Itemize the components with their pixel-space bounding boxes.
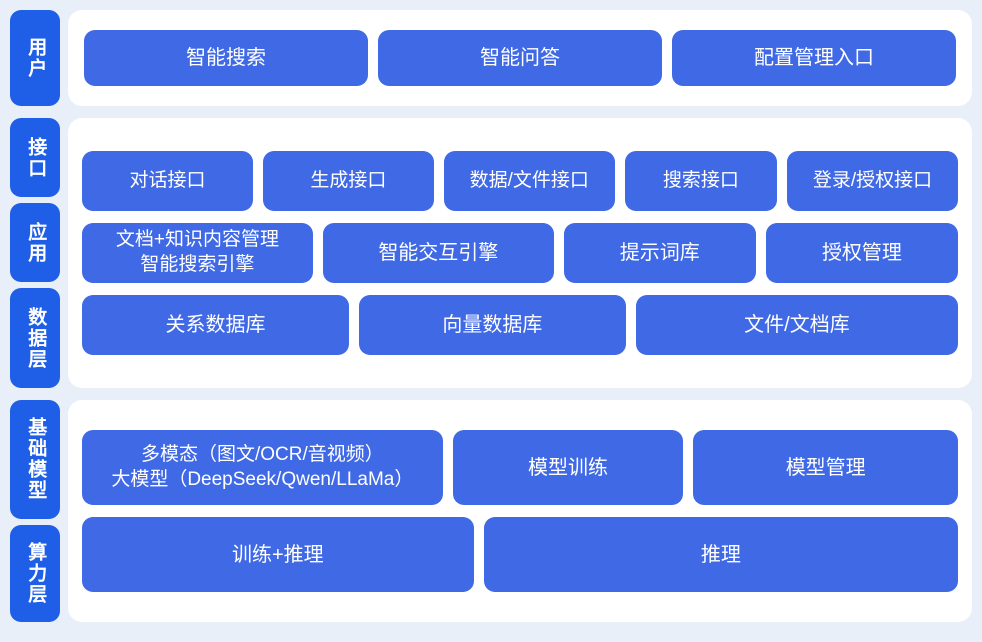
card-training-plus-inference[interactable]: 训练+推理 xyxy=(82,517,474,592)
label-rail-core: 接口 应用 数据层 xyxy=(10,118,60,388)
panel-core: 对话接口 生成接口 数据/文件接口 搜索接口 登录/授权接口 文档+知识内容管理… xyxy=(68,118,972,388)
card-login-auth-api[interactable]: 登录/授权接口 xyxy=(787,151,959,211)
data-row: 关系数据库 向量数据库 文件/文档库 xyxy=(82,295,959,355)
card-generation-api[interactable]: 生成接口 xyxy=(262,151,434,211)
application-row: 文档+知识内容管理 智能搜索引擎 智能交互引擎 提示词库 授权管理 xyxy=(82,223,958,283)
compute-row: 训练+推理 推理 xyxy=(82,517,958,592)
label-rail-model: 基础模型 算力层 xyxy=(10,400,60,622)
panel-model: 多模态（图文/OCR/音视频） 大模型（DeepSeek/Qwen/LLaMa）… xyxy=(68,400,972,622)
card-search-api[interactable]: 搜索接口 xyxy=(624,151,778,211)
card-vector-database[interactable]: 向量数据库 xyxy=(358,295,626,355)
label-rail-user: 用户 xyxy=(10,10,60,106)
layer-label-data[interactable]: 数据层 xyxy=(10,288,60,388)
section-core: 接口 应用 数据层 对话接口 生成接口 数据/文件接口 搜索接口 登录/授权接口… xyxy=(10,118,972,388)
card-doc-knowledge-management[interactable]: 文档+知识内容管理 智能搜索引擎 xyxy=(82,223,313,283)
layer-label-compute[interactable]: 算力层 xyxy=(10,524,60,622)
card-model-training[interactable]: 模型训练 xyxy=(452,430,684,505)
layer-label-user[interactable]: 用户 xyxy=(10,10,60,106)
card-config-management-entry[interactable]: 配置管理入口 xyxy=(672,30,956,86)
interface-row: 对话接口 生成接口 数据/文件接口 搜索接口 登录/授权接口 xyxy=(82,151,959,211)
card-prompt-library[interactable]: 提示词库 xyxy=(563,223,756,283)
panel-user: 智能搜索 智能问答 配置管理入口 xyxy=(68,10,972,106)
layer-label-application[interactable]: 应用 xyxy=(10,203,60,282)
card-multimodal-large-model[interactable]: 多模态（图文/OCR/音视频） 大模型（DeepSeek/Qwen/LLaMa） xyxy=(82,430,443,505)
card-inference[interactable]: 推理 xyxy=(483,517,958,592)
section-user: 用户 智能搜索 智能问答 配置管理入口 xyxy=(10,10,972,106)
layer-label-interface[interactable]: 接口 xyxy=(10,118,60,197)
card-model-management[interactable]: 模型管理 xyxy=(693,430,958,505)
card-smart-search[interactable]: 智能搜索 xyxy=(84,30,368,86)
card-smart-qa[interactable]: 智能问答 xyxy=(378,30,662,86)
card-smart-interaction-engine[interactable]: 智能交互引擎 xyxy=(322,223,554,283)
card-dialog-api[interactable]: 对话接口 xyxy=(82,151,253,211)
card-file-document-store[interactable]: 文件/文档库 xyxy=(635,295,959,355)
card-relational-database[interactable]: 关系数据库 xyxy=(82,295,349,355)
base-model-row: 多模态（图文/OCR/音视频） 大模型（DeepSeek/Qwen/LLaMa）… xyxy=(82,430,958,505)
user-entry-row: 智能搜索 智能问答 配置管理入口 xyxy=(84,30,956,86)
card-data-file-api[interactable]: 数据/文件接口 xyxy=(443,151,615,211)
layer-label-base-model[interactable]: 基础模型 xyxy=(10,400,60,519)
card-authorization-management[interactable]: 授权管理 xyxy=(765,223,958,283)
section-model: 基础模型 算力层 多模态（图文/OCR/音视频） 大模型（DeepSeek/Qw… xyxy=(10,400,972,622)
